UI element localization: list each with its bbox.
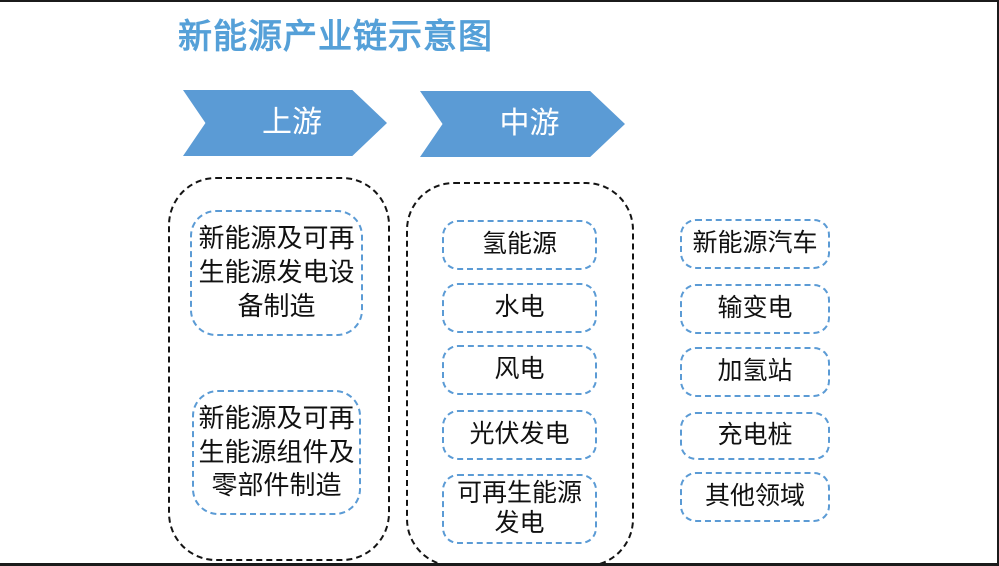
midstream-stage-arrow: 中游 <box>420 91 625 157</box>
downstream-node-other-fields: 其他领域 <box>680 472 830 522</box>
upstream-stage-label: 上游 <box>262 106 322 139</box>
upstream-group-container <box>168 177 390 561</box>
upstream-stage-arrow: 上游 <box>183 90 387 156</box>
midstream-node-wind-power: 风电 <box>442 345 597 395</box>
midstream-node-hydropower: 水电 <box>442 283 597 333</box>
diagram-title: 新能源产业链示意图 <box>178 18 493 56</box>
downstream-node-charging-pile: 充电桩 <box>680 412 830 460</box>
midstream-node-renewable-power-generation: 可再生能源 发电 <box>442 474 597 544</box>
midstream-group-container <box>406 182 634 563</box>
midstream-node-photovoltaic-power: 光伏发电 <box>442 410 597 460</box>
upstream-node-power-generation-equipment: 新能源及可再 生能源发电设 备制造 <box>190 210 363 336</box>
downstream-node-power-transmission: 输变电 <box>680 284 830 334</box>
downstream-node-new-energy-vehicles: 新能源汽车 <box>680 219 830 269</box>
midstream-stage-label: 中游 <box>499 107 560 140</box>
downstream-node-hydrogen-station: 加氢站 <box>680 347 830 397</box>
upstream-node-components-parts-manufacturing: 新能源及可再 生能源组件及 零部件制造 <box>192 390 361 515</box>
midstream-node-hydrogen-energy: 氢能源 <box>442 220 597 270</box>
